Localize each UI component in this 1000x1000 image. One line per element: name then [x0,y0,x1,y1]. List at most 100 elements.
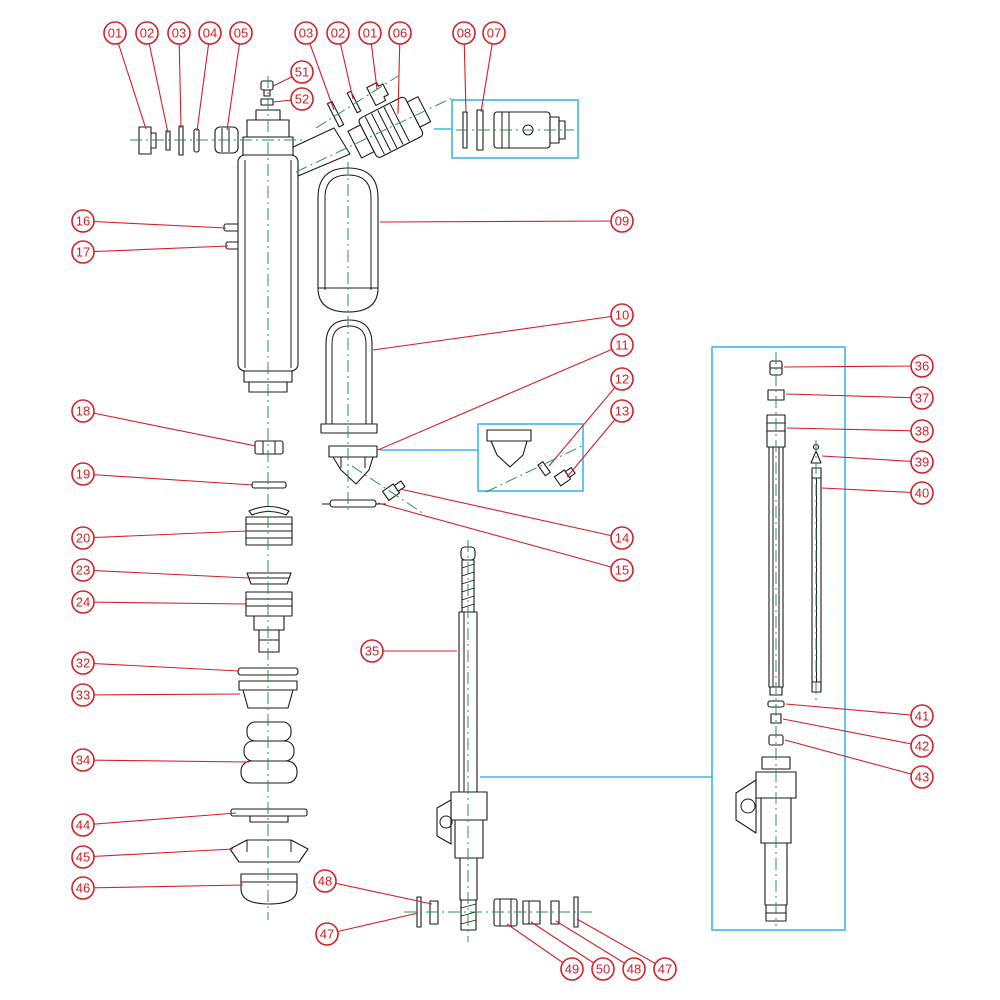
callout-label-02: 02 [331,26,345,41]
leader-line-01 [114,32,147,130]
leader-line-37 [785,393,923,399]
leader-line-10 [372,314,623,351]
leader-line-48 [555,920,635,970]
callout-label-35: 35 [365,644,379,659]
callout-label-45: 45 [76,850,90,865]
callout-label-18: 18 [76,404,90,419]
leader-line-16 [82,220,227,229]
callout-circle-15 [610,558,634,582]
callout-label-16: 16 [76,214,90,229]
callout-circle-44 [71,813,95,837]
callout-label-24: 24 [76,595,90,610]
shaft-detail-parts [735,360,822,922]
callout-49-44: 49 [506,923,584,981]
callout-label-02: 02 [140,26,154,41]
callout-18-22: 18 [71,399,257,447]
callout-label-46: 46 [76,881,90,896]
detail-box-adjuster [451,99,579,159]
callout-10-16: 10 [372,303,634,351]
leader-line-48 [324,880,433,905]
part-34-bump-rubber [240,721,298,784]
callout-circle-08 [452,21,476,45]
callout-circle-11 [610,333,634,357]
callout-02-8: 02 [326,21,354,100]
part-19-washer [251,481,287,489]
callout-23-25: 23 [71,558,249,582]
part-52-washer [260,98,274,106]
callout-24-26: 24 [71,590,248,614]
callout-09-15: 09 [379,209,634,233]
callout-label-39: 39 [915,455,929,470]
callout-35-33: 35 [360,639,457,663]
leader-line-38 [786,427,923,432]
callout-label-01: 01 [108,26,122,41]
callout-08-11: 08 [452,21,476,114]
leader-line-46 [82,884,244,889]
callout-label-47: 47 [658,962,672,977]
callout-circle-12 [610,367,634,391]
callout-circle-48 [313,869,337,893]
callout-circle-23 [71,558,95,582]
callout-circle-09 [610,209,634,233]
part-01b-cap [366,82,389,106]
callout-circle-34 [71,748,95,772]
callout-circle-48 [622,957,646,981]
callout-label-17: 17 [76,245,90,260]
centerline-valve-fitting [351,465,425,515]
callout-label-42: 42 [915,739,929,754]
part-51-screw-shank [263,89,271,97]
leader-line-43 [784,739,923,778]
callout-label-48: 48 [318,874,332,889]
callout-circle-47 [653,957,677,981]
callout-label-44: 44 [76,818,90,833]
callout-label-32: 32 [76,656,90,671]
callout-45-31: 45 [71,845,234,869]
callout-label-07: 07 [487,26,501,41]
callout-circle-20 [71,526,95,550]
callout-label-43: 43 [915,770,929,785]
leader-line-07 [480,32,495,113]
callout-20-24: 20 [71,526,248,550]
callout-01-0: 01 [103,21,147,130]
callout-label-03: 03 [299,26,313,41]
part-46-cup [240,873,298,905]
leader-line-03 [305,32,335,111]
callout-label-36: 36 [915,359,929,374]
callout-circle-41 [910,704,934,728]
callout-03-7: 03 [294,21,335,111]
part-44-plate [230,808,308,823]
leader-line-47 [576,918,666,970]
callout-circle-19 [71,462,95,486]
part-35-shaft-assembly [436,546,488,931]
valve-cup-detail [486,429,532,468]
leader-line-09 [379,220,623,223]
callout-circle-02 [135,21,159,45]
callout-label-51: 51 [295,65,309,80]
callout-50-45: 50 [530,921,615,981]
leader-line-19 [82,473,254,486]
callout-06-10: 06 [388,21,412,115]
leader-line-34 [82,759,250,763]
part-18-nut [254,440,284,455]
callout-19-23: 19 [71,462,254,486]
part-49-bushing [493,898,518,927]
leader-line-14 [399,488,623,539]
leader-line-12 [548,378,623,467]
callout-33-28: 33 [71,683,241,707]
callout-circle-01 [103,21,127,45]
callout-label-38: 38 [915,424,929,439]
leader-line-49 [506,923,573,970]
part-06-compression-adjuster [347,96,432,159]
part-03b-washer [326,100,345,128]
callout-circle-32 [71,651,95,675]
callout-circle-36 [910,354,934,378]
callout-circle-17 [71,240,95,264]
callout-label-08: 08 [457,26,471,41]
leader-line-03 [178,32,182,129]
callout-48-42: 48 [313,869,433,905]
leader-line-08 [463,32,467,114]
callout-44-30: 44 [71,812,237,837]
callout-48-46: 48 [555,920,646,981]
